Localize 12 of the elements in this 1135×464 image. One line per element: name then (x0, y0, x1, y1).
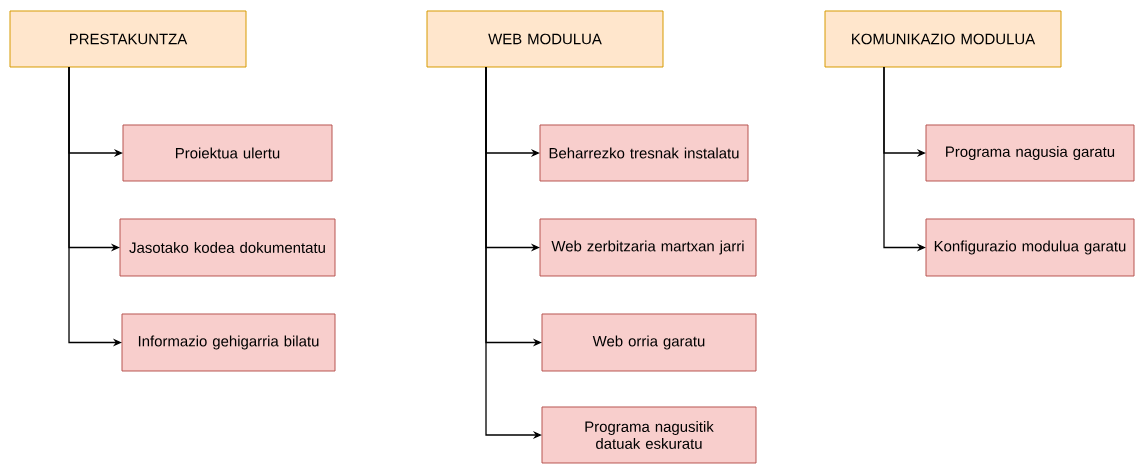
task-box: Jasotako kodea dokumentatu (119, 218, 336, 277)
task-box: Informazio gehigarria bilatu (121, 313, 336, 372)
task-box: Programa nagusia garatu (925, 124, 1135, 182)
module-box: WEB MODULUA (426, 10, 664, 68)
module-box: PRESTAKUNTZA (9, 10, 247, 68)
task-box: Beharrezko tresnak instalatu (539, 124, 749, 182)
task-box: Proiektua ulertu (122, 124, 333, 182)
task-box: Konfigurazio modulua garatu (925, 218, 1135, 277)
task-box: Web zerbitzaria martxan jarri (539, 218, 757, 277)
task-box: Programa nagusitik datuak eskuratu (541, 406, 757, 464)
task-box: Web orria garatu (541, 313, 757, 372)
module-box: KOMUNIKAZIO MODULUA (824, 10, 1062, 68)
